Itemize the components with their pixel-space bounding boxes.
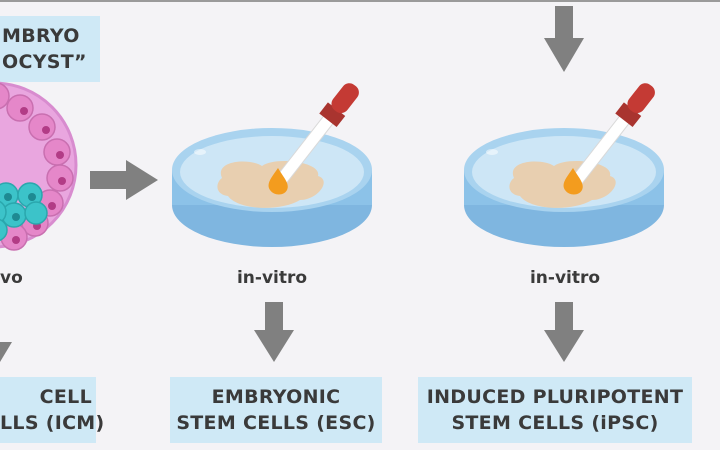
icm-label-box: CELL LLS (ICM) xyxy=(0,377,105,443)
blastocyst-label-box: MBRYO OCYST” xyxy=(0,16,100,82)
arrow-down-top xyxy=(544,6,584,72)
in-vivo-label: vo xyxy=(0,268,23,288)
esc-label-box: EMBRYONIC STEM CELLS (ESC) xyxy=(170,377,382,443)
arrow-down-right xyxy=(544,302,584,362)
droplet-2 xyxy=(563,168,583,195)
blastocyst-label-line2: OCYST” xyxy=(2,51,87,73)
ipsc-label-line2: STEM CELLS (iPSC) xyxy=(451,412,659,434)
top-rule xyxy=(0,0,720,2)
droplet-1 xyxy=(268,168,288,195)
ipsc-label-box: INDUCED PLURIPOTENT STEM CELLS (iPSC) xyxy=(418,377,692,443)
esc-label-line2: STEM CELLS (ESC) xyxy=(176,412,376,434)
arrow-down-middle xyxy=(254,302,294,362)
in-vitro-label-right: in-vitro xyxy=(529,268,601,288)
dropper-icon-2 xyxy=(569,83,655,190)
arrow-right-1 xyxy=(90,160,158,200)
icm-label-line1: CELL xyxy=(39,386,92,408)
petri-dish-2 xyxy=(464,128,664,247)
in-vitro-label-middle: in-vitro xyxy=(236,268,308,288)
dropper-icon-1 xyxy=(273,83,359,190)
esc-label-line1: EMBRYONIC xyxy=(211,386,341,408)
icm-label-line2: LLS (ICM) xyxy=(0,412,105,434)
ipsc-label-line1: INDUCED PLURIPOTENT xyxy=(426,386,684,408)
blastocyst-illustration xyxy=(0,81,78,251)
blastocyst-label-line1: MBRYO xyxy=(2,25,80,47)
petri-dish-1 xyxy=(172,128,372,247)
arrow-down-left xyxy=(0,342,12,362)
